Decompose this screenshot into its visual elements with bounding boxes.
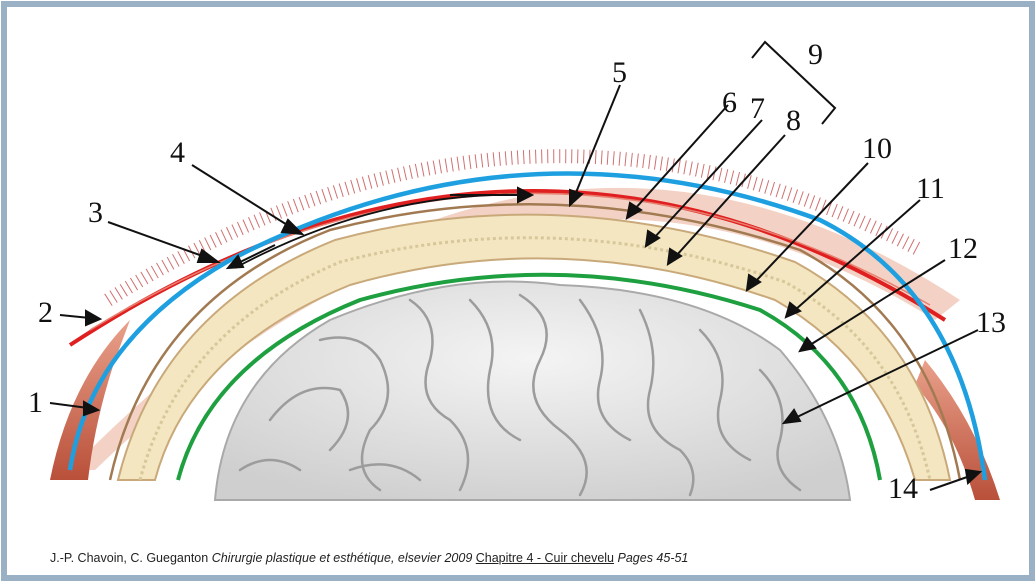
label-7: 7 bbox=[750, 92, 765, 125]
label-14: 14 bbox=[888, 472, 918, 505]
label-3: 3 bbox=[88, 196, 103, 229]
caption-authors: J.-P. Chavoin, C. Gueganton bbox=[50, 551, 208, 565]
label-8: 8 bbox=[786, 104, 801, 137]
label-11: 11 bbox=[916, 172, 945, 205]
arrow-3 bbox=[108, 222, 208, 258]
label-13: 13 bbox=[976, 306, 1006, 339]
arrow-4 bbox=[192, 165, 292, 228]
label-2: 2 bbox=[38, 296, 53, 329]
caption-chapter: Chapitre 4 - Cuir chevelu bbox=[476, 551, 614, 565]
label-10: 10 bbox=[862, 132, 892, 165]
caption-pages: Pages 45-51 bbox=[618, 551, 689, 565]
caption-book: Chirurgie plastique et esthétique, elsev… bbox=[212, 551, 473, 565]
label-6: 6 bbox=[722, 86, 737, 119]
label-4: 4 bbox=[170, 136, 185, 169]
label-1: 1 bbox=[28, 386, 43, 419]
label-5: 5 bbox=[612, 56, 627, 89]
figure-caption: J.-P. Chavoin, C. Gueganton Chirurgie pl… bbox=[50, 551, 688, 565]
label-12: 12 bbox=[948, 232, 978, 265]
arrow-5 bbox=[575, 85, 620, 195]
label-9: 9 bbox=[808, 38, 823, 71]
